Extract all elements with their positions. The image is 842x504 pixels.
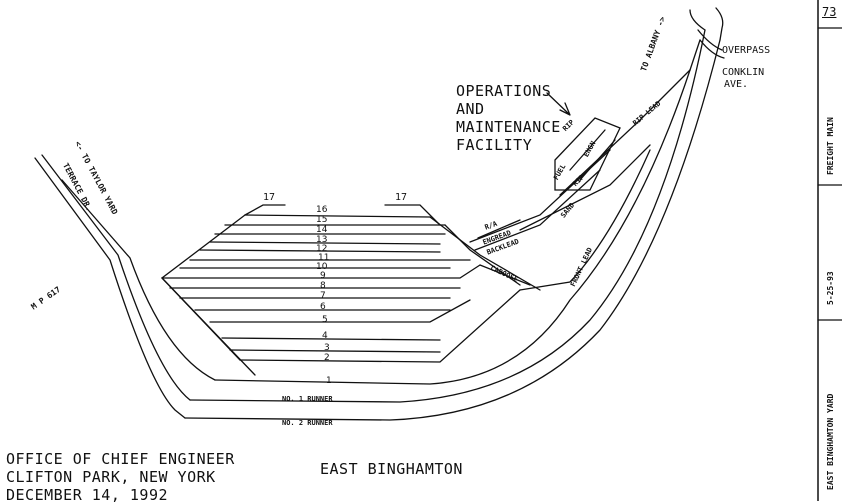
front-lead bbox=[519, 149, 651, 291]
track-3 bbox=[229, 349, 441, 353]
track-16 bbox=[244, 214, 431, 218]
back-lead bbox=[474, 169, 601, 251]
facility-inner-1 bbox=[569, 129, 606, 171]
facility-line-4: FACILITY bbox=[456, 136, 533, 154]
facility-pointer bbox=[546, 92, 571, 116]
facility-label: OPERATIONS AND MAINTENANCE FACILITY bbox=[456, 84, 561, 153]
track-number-2: 2 bbox=[324, 353, 330, 363]
main-track-right-a bbox=[689, 9, 706, 31]
track-number-4: 4 bbox=[322, 331, 328, 341]
diagram-title: EAST BINGHAMTON bbox=[320, 460, 463, 478]
sand-track bbox=[519, 144, 651, 231]
track-1 bbox=[214, 69, 691, 385]
office-line-3: DECEMBER 14, 1992 bbox=[6, 486, 169, 504]
office-line-1: OFFICE OF CHIEF ENGINEER bbox=[6, 450, 235, 468]
track-2 bbox=[239, 289, 521, 363]
track-number-11: 11 bbox=[318, 253, 330, 263]
side-label-date: 5-25-93 bbox=[826, 271, 835, 305]
ladder-right-2 bbox=[444, 224, 521, 286]
label-track-17-left: 17 bbox=[263, 192, 276, 203]
track-4 bbox=[221, 337, 441, 341]
main-track-left-3 bbox=[61, 179, 216, 381]
track-number-9: 9 bbox=[320, 271, 326, 281]
track-number-1: 1 bbox=[326, 376, 332, 386]
track-number-7: 7 bbox=[320, 291, 326, 301]
main-track-right-b bbox=[715, 7, 724, 41]
rip-lead-track bbox=[559, 69, 691, 196]
page-number: 73 bbox=[822, 5, 837, 19]
side-label-freight-main: FREIGHT MAIN bbox=[826, 117, 835, 175]
office-block: OFFICE OF CHIEF ENGINEER CLIFTON PARK, N… bbox=[6, 452, 235, 503]
office-line-2: CLIFTON PARK, NEW YORK bbox=[6, 468, 216, 486]
runner-2-label: NO. 2 RUNNER bbox=[282, 419, 333, 427]
track-number-14: 14 bbox=[316, 225, 328, 235]
label-track-17-right: 17 bbox=[395, 192, 408, 203]
track-17-right bbox=[384, 204, 441, 226]
track-number-8: 8 bbox=[320, 281, 326, 291]
track-number-10: 10 bbox=[316, 262, 328, 272]
ladder-right bbox=[429, 216, 541, 291]
track-number-13: 13 bbox=[316, 235, 328, 245]
runner-2-track bbox=[184, 39, 721, 421]
track-number-3: 3 bbox=[324, 343, 330, 353]
overpass-line-1 bbox=[697, 29, 723, 51]
label-conklin: CONKLIN bbox=[722, 67, 765, 78]
facility-line-1: OPERATIONS bbox=[456, 82, 552, 100]
facility-inner-2 bbox=[579, 139, 616, 181]
track-number-5: 5 bbox=[322, 315, 328, 325]
main-track-outer-left bbox=[34, 157, 186, 419]
ladder-left-lead bbox=[161, 277, 256, 376]
overpass-line-2 bbox=[699, 39, 725, 59]
facility-line-2: AND bbox=[456, 100, 485, 118]
side-label-yard-name: EAST BINGHAMTON YARD bbox=[826, 393, 835, 490]
facility-building bbox=[554, 117, 621, 191]
track-number-6: 6 bbox=[320, 302, 326, 312]
label-conklin-ave: AVE. bbox=[724, 79, 749, 90]
main-track-inner-left bbox=[41, 154, 191, 401]
track-5 bbox=[209, 299, 471, 323]
track-number-16: 16 bbox=[316, 205, 328, 215]
track-number-12: 12 bbox=[316, 244, 328, 254]
label-overpass: OVERPASS bbox=[722, 45, 771, 56]
runner-1-label: NO. 1 RUNNER bbox=[282, 395, 333, 403]
track-13 bbox=[209, 241, 441, 245]
main-track-right-c bbox=[689, 39, 701, 71]
facility-line-3: MAINTENANCE bbox=[456, 118, 561, 136]
track-number-15: 15 bbox=[316, 215, 328, 225]
track-12 bbox=[199, 249, 441, 253]
caboose-track bbox=[479, 264, 531, 286]
runner-1-track bbox=[189, 29, 706, 403]
track-17-left bbox=[244, 204, 286, 216]
track-9 bbox=[161, 264, 481, 279]
ra-track bbox=[477, 219, 521, 239]
